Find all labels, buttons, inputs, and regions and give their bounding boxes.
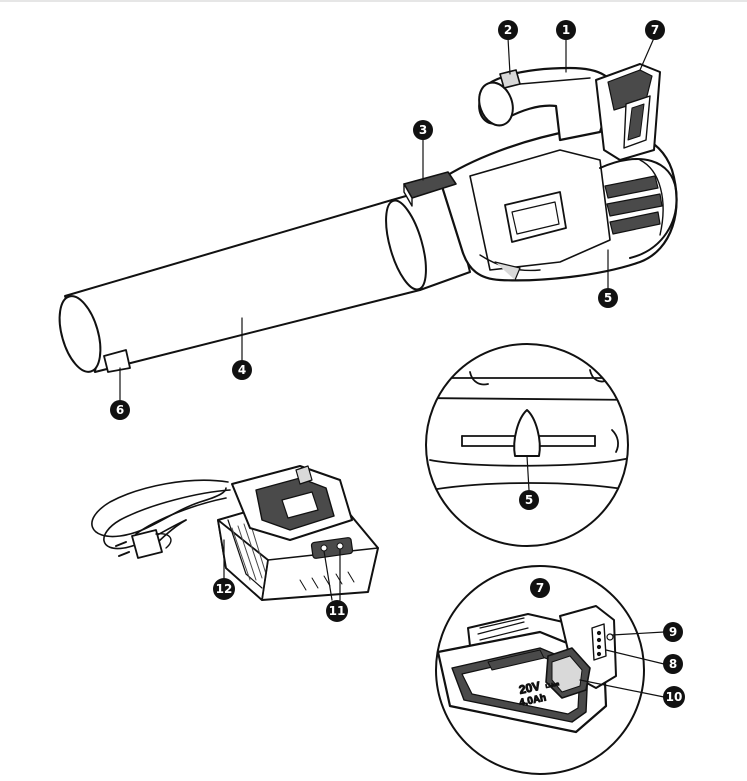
intake-vents xyxy=(599,158,678,259)
nozzle-foot xyxy=(103,349,131,373)
power-cord xyxy=(91,479,231,550)
foot-detail-view xyxy=(425,343,629,547)
installed-battery xyxy=(595,63,661,161)
svg-text:6: 6 xyxy=(116,403,124,417)
svg-text:5: 5 xyxy=(604,291,612,305)
blower-leader-lines xyxy=(119,37,655,401)
callout-3: 3 xyxy=(413,120,433,140)
callout-7-main: 7 xyxy=(645,20,665,40)
gauge-led xyxy=(596,644,602,650)
callout-4: 4 xyxy=(232,360,252,380)
power-plug xyxy=(115,529,172,559)
svg-text:5: 5 xyxy=(525,493,533,507)
gauge-led xyxy=(596,651,602,657)
battery-chemistry-label: Li-ion xyxy=(545,681,560,690)
charger-led-left xyxy=(320,544,328,552)
callout-11: 11 xyxy=(326,600,348,622)
charger-led-right xyxy=(336,542,344,550)
blower-tube xyxy=(58,199,421,373)
charger-body xyxy=(217,465,379,601)
svg-text:10: 10 xyxy=(666,690,683,704)
gauge-led xyxy=(596,630,602,636)
svg-text:1: 1 xyxy=(562,23,570,37)
svg-text:12: 12 xyxy=(216,582,233,596)
callout-10: 10 xyxy=(663,686,685,708)
callout-5-detail: 5 xyxy=(519,490,539,510)
callout-9: 9 xyxy=(663,622,683,642)
callout-7-detail: 7 xyxy=(530,578,550,598)
svg-text:4: 4 xyxy=(238,363,246,377)
speed-button xyxy=(403,171,457,207)
callout-12: 12 xyxy=(213,578,235,600)
svg-text:7: 7 xyxy=(536,581,544,595)
handle-button xyxy=(499,69,521,89)
battery-detail-view: 20V Li-ion 4.0Ah xyxy=(435,565,665,775)
charger-illustration xyxy=(91,465,379,601)
callout-8: 8 xyxy=(663,654,683,674)
callout-1: 1 xyxy=(556,20,576,40)
svg-text:8: 8 xyxy=(669,657,677,671)
callouts: 1 2 7 3 5 4 6 5 7 9 8 10 12 11 xyxy=(110,20,685,708)
gauge-led xyxy=(596,637,602,643)
battery-leader-lines xyxy=(579,631,665,698)
battery-voltage-label: 20V xyxy=(518,679,542,697)
callout-5-main: 5 xyxy=(598,288,618,308)
svg-text:11: 11 xyxy=(329,604,346,618)
gauge-button xyxy=(606,633,614,641)
handle xyxy=(478,66,615,142)
blower-illustration xyxy=(58,37,678,401)
callout-2: 2 xyxy=(498,20,518,40)
charger-leader-lines xyxy=(223,539,341,601)
callout-6: 6 xyxy=(110,400,130,420)
svg-text:3: 3 xyxy=(419,123,427,137)
svg-text:9: 9 xyxy=(669,625,677,639)
svg-text:2: 2 xyxy=(504,23,512,37)
svg-text:7: 7 xyxy=(651,23,659,37)
